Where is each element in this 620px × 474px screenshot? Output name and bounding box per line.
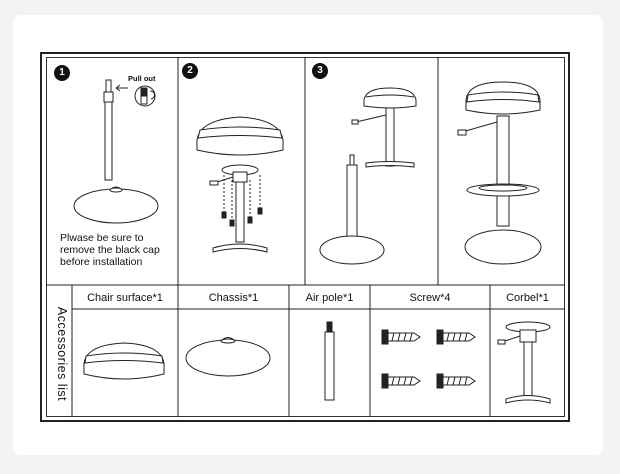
step-1-note: Plwase be sure to remove the black cap b…: [60, 232, 160, 268]
step-2-screw-2: [229, 219, 235, 227]
step-2-screw-4: [257, 207, 263, 215]
screw-1: [381, 329, 421, 345]
step-2-screw-1: [221, 211, 227, 219]
black-cap: [140, 87, 148, 97]
pull-out-arrow-head: [115, 84, 121, 92]
step-3-upper-column: [385, 107, 395, 167]
final-footrest-inner: [478, 184, 528, 192]
step-3-seat: [363, 87, 417, 109]
accessory-header-air-pole: Air pole*1: [305, 292, 354, 304]
screw-3: [381, 373, 421, 389]
air-pole-cap: [326, 321, 333, 333]
step-3-footrest: [365, 161, 415, 168]
base-hub-top: [109, 187, 123, 193]
gas-pole: [104, 101, 113, 181]
accessories-list-title: Accessories list: [55, 306, 69, 402]
step-1-number: 1: [59, 67, 65, 78]
corbel-column: [523, 341, 533, 397]
step-3-pole-cap: [349, 154, 355, 166]
corbel-mechanism: [519, 329, 537, 343]
step-2-illustration: [196, 116, 284, 253]
instruction-sheet-frame: [40, 52, 570, 422]
chair-surface-band: [84, 352, 164, 364]
corbel-lever-handle: [497, 339, 506, 345]
final-base: [464, 229, 542, 265]
step-2-mechanism: [232, 171, 248, 183]
final-lever: [461, 121, 498, 133]
accessory-air-pole-illustration: [324, 321, 335, 401]
accessory-corbel-illustration: [497, 321, 551, 404]
chassis-plate: [185, 339, 271, 377]
final-seat-band: [466, 91, 540, 103]
step-3-lever: [355, 114, 387, 123]
cap-stem: [140, 95, 148, 105]
step-3-seat-band: [365, 94, 415, 98]
step-3-gas-pole: [346, 164, 358, 246]
step-3-number: 3: [317, 65, 323, 76]
final-assembly-illustration: [457, 81, 542, 265]
step-2-seat-band: [197, 126, 283, 139]
step-2-number: 2: [187, 65, 193, 76]
accessory-header-chassis: Chassis*1: [208, 292, 259, 304]
step-3-lever-handle: [351, 119, 359, 125]
accessory-header-corbel: Corbel*1: [506, 292, 549, 304]
step-2-screw-3: [247, 216, 253, 224]
step-1-illustration: [73, 79, 159, 224]
final-lever-handle: [457, 129, 467, 136]
corbel-foot: [505, 395, 551, 404]
accessory-chassis-illustration: [185, 337, 271, 377]
screw-4: [436, 373, 476, 389]
step-3-illustration: [319, 87, 417, 265]
accessory-header-chair-surface: Chair surface*1: [87, 292, 163, 304]
chassis-hub-top: [220, 338, 236, 344]
accessory-chair-surface-illustration: [83, 342, 165, 380]
pole-top: [103, 91, 114, 103]
step-3-badge: [312, 63, 328, 79]
air-pole-shaft: [324, 331, 335, 401]
screw-2: [436, 329, 476, 345]
final-column: [496, 115, 510, 227]
step-2-foot: [212, 243, 268, 253]
accessory-screws-illustration: [381, 329, 476, 389]
pole-cap: [105, 79, 112, 93]
step-2-column: [235, 181, 245, 243]
step-1-badge: [54, 65, 70, 81]
step-2-lever-handle: [209, 180, 219, 186]
accessories-list-label-wrapper: Accessories list: [53, 298, 71, 410]
cap-rotation-arrow: [149, 90, 155, 100]
step-2-badge: [182, 63, 198, 79]
base-plate: [73, 188, 159, 224]
step-3-base: [319, 235, 385, 265]
accessory-header-screw: Screw*4: [409, 292, 451, 304]
pull-out-label: Pull out: [128, 74, 156, 83]
